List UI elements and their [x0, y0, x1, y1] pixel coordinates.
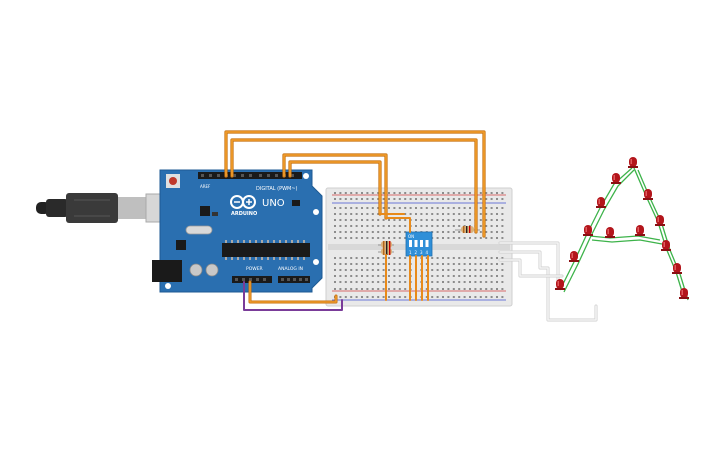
- wire-orange[interactable]: [385, 217, 411, 233]
- led[interactable]: [628, 157, 638, 168]
- led[interactable]: [569, 251, 579, 262]
- led[interactable]: [611, 173, 621, 184]
- led[interactable]: [661, 240, 671, 251]
- led[interactable]: [655, 215, 665, 226]
- led[interactable]: [679, 288, 689, 299]
- led-array: [559, 167, 689, 301]
- dip-toggle[interactable]: [414, 240, 418, 247]
- usb-cable-icon: [36, 193, 177, 223]
- wire-purple[interactable]: [243, 281, 343, 311]
- dip-position-label: 1: [409, 250, 412, 255]
- dip-switch-on-label: ON: [408, 234, 414, 239]
- power-jack: [152, 260, 182, 282]
- dip-position-label: 2: [415, 250, 418, 255]
- atmega-chip: [222, 243, 310, 257]
- resistor[interactable]: [455, 226, 480, 233]
- dip-toggle[interactable]: [420, 240, 423, 247]
- led[interactable]: [605, 227, 615, 238]
- capacitor: [189, 263, 203, 277]
- wire-white[interactable]: [499, 259, 563, 277]
- dip-switch[interactable]: ON 1 2 3 4: [405, 231, 433, 257]
- capacitor: [205, 263, 219, 277]
- wire-orange[interactable]: [289, 161, 381, 215]
- dip-toggle[interactable]: [409, 240, 412, 247]
- wire-orange[interactable]: [231, 139, 477, 233]
- arduino-brand-label: ARDUINO: [231, 211, 257, 217]
- led[interactable]: [635, 225, 645, 236]
- resistor[interactable]: [378, 241, 394, 248]
- led[interactable]: [672, 263, 682, 274]
- analog-header-label: ANALOG IN: [278, 266, 303, 272]
- led[interactable]: [643, 189, 653, 200]
- dip-position-label: 3: [420, 250, 423, 255]
- arduino-model-label: UNO: [262, 198, 285, 209]
- led[interactable]: [596, 197, 606, 208]
- wire-white[interactable]: [499, 251, 597, 321]
- dip-toggle[interactable]: [425, 240, 429, 247]
- wire-white[interactable]: [499, 242, 559, 289]
- breadboard-holes: [334, 192, 504, 298]
- arduino-board[interactable]: DIGITAL (PWM~) AREF ARDUINO UNO: [152, 169, 323, 293]
- wire-orange[interactable]: [249, 281, 337, 303]
- led[interactable]: [555, 279, 565, 290]
- resistor[interactable]: [378, 248, 394, 255]
- wire-orange[interactable]: [283, 154, 387, 219]
- reset-button-icon[interactable]: [166, 174, 180, 188]
- aref-label: AREF: [200, 184, 211, 189]
- power-header-label: POWER: [246, 266, 263, 272]
- digital-header-label: DIGITAL (PWM~): [256, 186, 298, 192]
- dip-position-label: 4: [426, 250, 429, 255]
- wire-orange[interactable]: [225, 131, 485, 237]
- led[interactable]: [583, 225, 593, 236]
- arduino-logo-icon: [230, 195, 256, 209]
